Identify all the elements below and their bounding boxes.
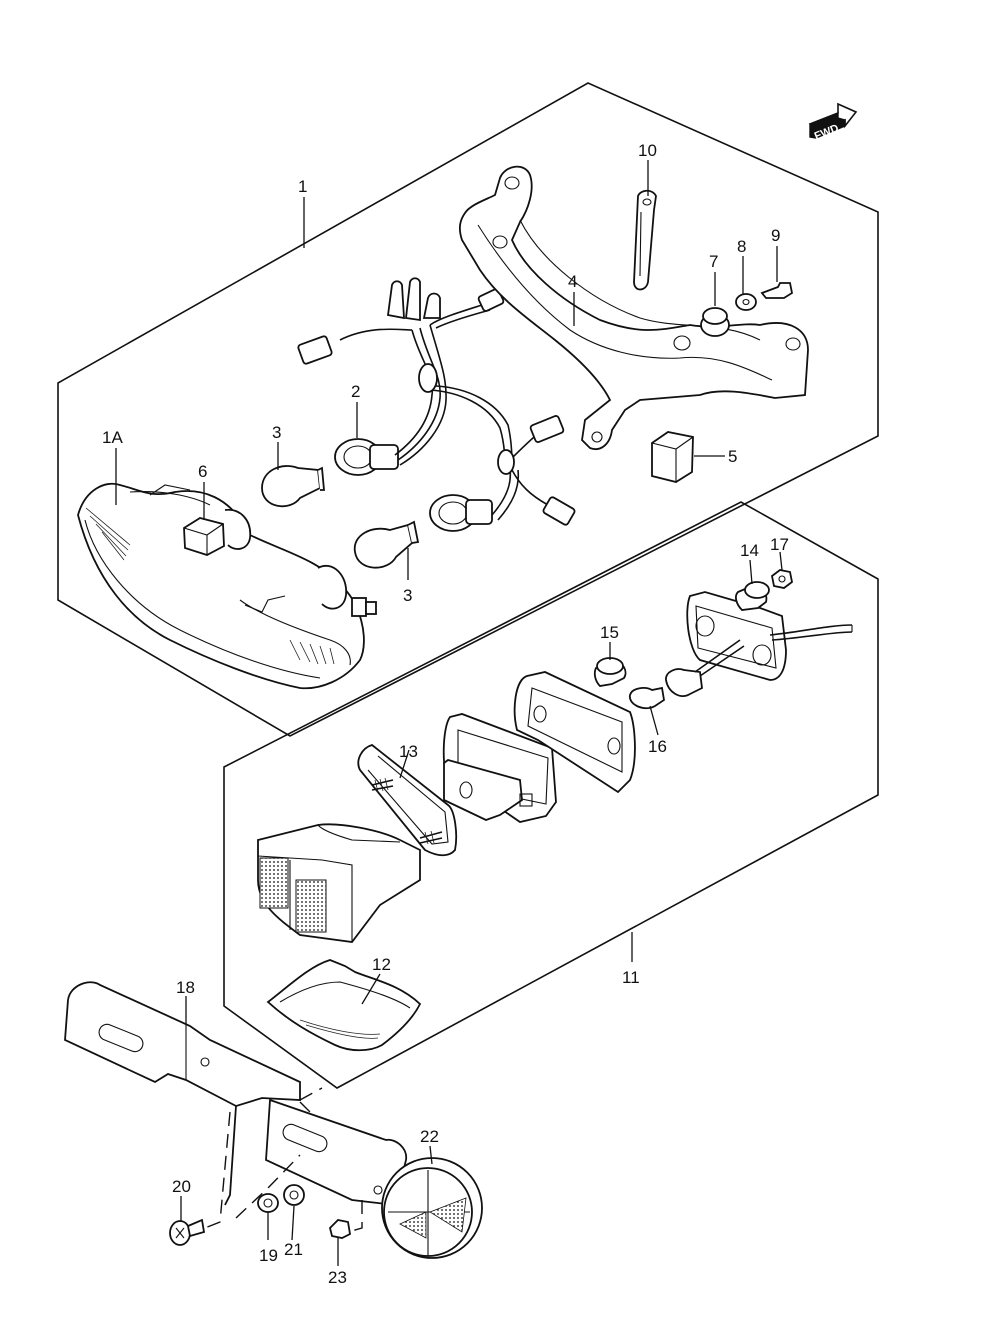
grommet-6 [183,517,225,556]
cap-15 [593,657,627,687]
callout-7: 7 [709,252,718,271]
bulb-3-lower [354,520,420,569]
callout-3-lower: 3 [403,586,412,605]
bracket-4 [458,165,809,450]
studs [371,777,443,845]
gasket-13 [357,744,458,857]
socket-2-upper [334,438,399,476]
callout-15: 15 [600,623,619,642]
callout-8: 8 [737,237,746,256]
callout-12: 12 [372,955,391,974]
callout-labels: 1 1A 2 3 3 4 5 6 7 8 9 10 11 12 13 14 15… [102,141,789,1287]
rubber-7 [700,307,730,337]
callout-3-upper: 3 [272,423,281,442]
callout-13: 13 [399,742,418,761]
callout-1a: 1A [102,428,123,447]
lens-frame [513,671,636,794]
bracket-18 [64,981,407,1206]
callout-9: 9 [771,226,780,245]
leader-lines [115,160,783,1266]
callout-18: 18 [176,978,195,997]
screw-9 [760,282,794,299]
bulb-16 [629,639,745,710]
license-lamp-body [257,823,421,943]
spacer-14 [735,581,770,611]
cushion-5 [651,431,694,483]
assembly-dashed-lines [204,1087,363,1233]
lens-12 [266,959,422,1052]
tail-lamp-1a [77,482,377,690]
callout-4: 4 [568,272,577,291]
callout-14: 14 [740,541,759,560]
lens-housing [442,713,557,823]
base-plate [686,591,853,681]
screw-20 [169,1218,206,1246]
reflector-22 [381,1157,483,1259]
callout-10: 10 [638,141,657,160]
socket-2-lower [429,494,493,532]
callout-23: 23 [328,1268,347,1287]
bulb-3-upper [261,465,325,508]
upper-assembly-outline [57,82,879,737]
callout-19: 19 [259,1246,278,1265]
nut-21 [283,1184,305,1206]
wiring-harness [297,277,576,526]
callout-11: 11 [622,968,640,987]
washer-19 [257,1193,279,1213]
nut-23 [329,1219,351,1239]
callout-5: 5 [728,447,737,466]
callout-17: 17 [770,535,789,554]
callout-16: 16 [648,737,667,756]
washer-8 [735,293,757,311]
callout-20: 20 [172,1177,191,1196]
callout-21: 21 [284,1240,303,1259]
callout-22: 22 [420,1127,439,1146]
band-10 [633,189,657,291]
callout-6: 6 [198,462,207,481]
fwd-arrow-icon: FWD [808,102,858,143]
callout-2: 2 [351,382,360,401]
lower-assembly-outline [223,501,879,1089]
nut-17 [771,569,793,589]
callout-1: 1 [298,177,307,196]
